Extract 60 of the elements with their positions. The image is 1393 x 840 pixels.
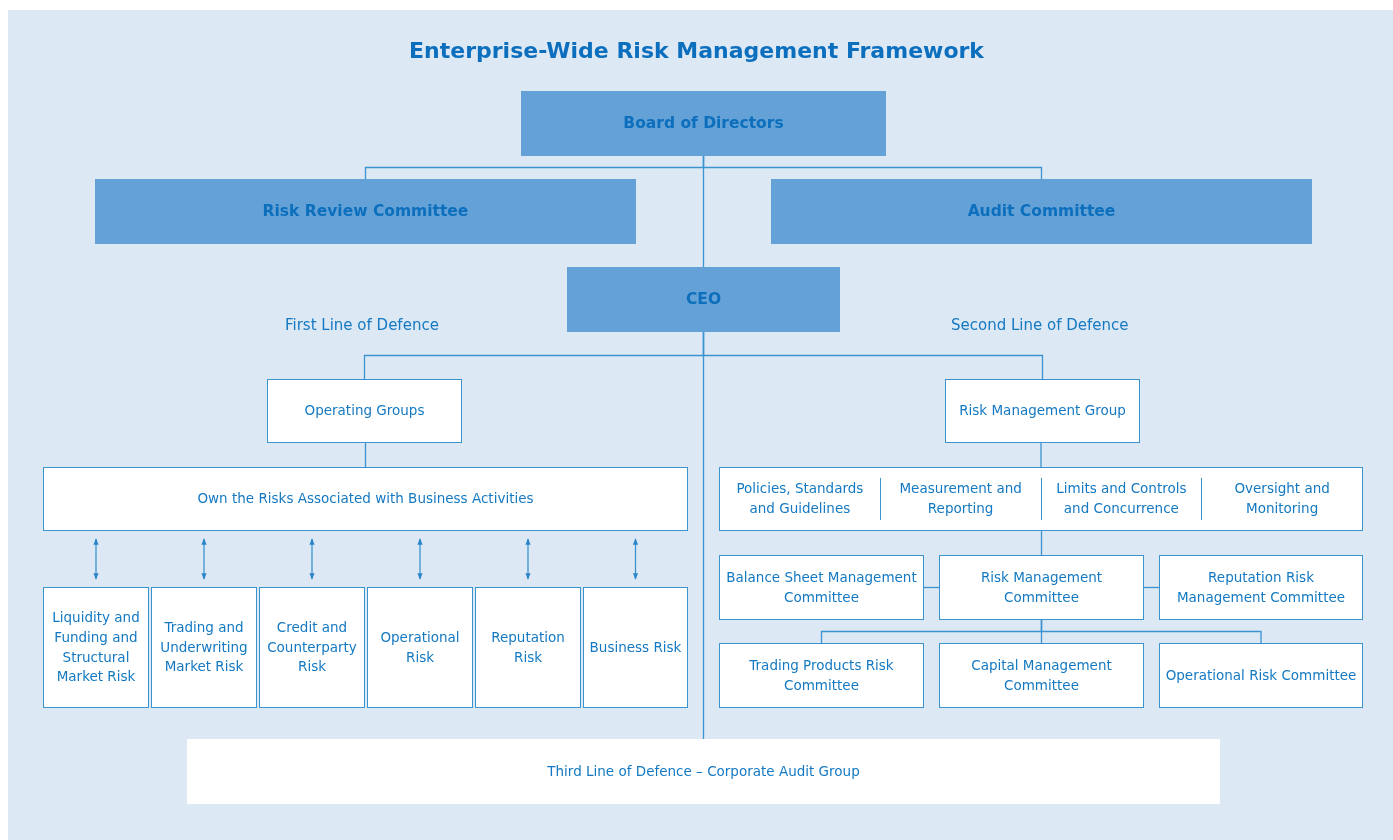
connector-line	[1040, 619, 1262, 644]
process-box	[187, 739, 1220, 804]
arrow	[309, 538, 315, 580]
box-text: Policies, Standards and Guidelines	[735, 479, 865, 518]
process-box	[267, 379, 462, 443]
box-text: Reputation Risk Management Committee	[1175, 567, 1347, 607]
arrow	[93, 538, 99, 580]
process-box	[151, 587, 257, 708]
box-text: Oversight and Monitoring	[1201, 478, 1362, 520]
box-text: Trading and Underwriting Market Risk	[159, 618, 249, 677]
box-text: Own the Risks Associated with Business Activities	[196, 489, 535, 509]
process-box	[475, 587, 581, 708]
box-text: Third Line of Defence – Corporate Audit Group	[546, 761, 861, 781]
process-box	[939, 643, 1144, 708]
box-text: Liquidity and Funding and Structural Market Risk	[51, 608, 141, 687]
heading-box	[567, 267, 840, 332]
connector-line	[1040, 530, 1043, 556]
process-box	[939, 555, 1144, 620]
box-text: Risk Review Committee	[261, 201, 470, 223]
box-text: Trading Products Risk Committee	[748, 655, 895, 695]
box-text: Measurement and Reporting	[879, 478, 1041, 520]
box-text: CEO	[684, 289, 723, 311]
arrow	[417, 538, 423, 580]
connector-line	[1040, 442, 1042, 468]
box-text: Board of Directors	[622, 113, 785, 135]
connector-line	[702, 331, 705, 740]
box-text: Risk Management Committee	[979, 567, 1104, 607]
process-box	[43, 467, 688, 531]
arrow	[525, 538, 531, 580]
process-box	[945, 379, 1140, 443]
box-text: Operational Risk	[379, 627, 461, 667]
process-box	[719, 555, 924, 620]
process-box	[1159, 555, 1363, 620]
section-label: First Line of Defence	[285, 316, 439, 334]
process-box	[367, 587, 473, 708]
box-text: Capital Management Committee	[970, 655, 1113, 695]
box-text: Audit Committee	[966, 201, 1117, 223]
box-text: Credit and Counterparty Risk	[266, 618, 358, 677]
heading-box	[771, 179, 1312, 244]
box-text: Limits and Controls and Concurrence	[1040, 478, 1202, 520]
arrow	[201, 538, 207, 580]
box-text: Reputation Risk	[490, 627, 566, 667]
process-box	[259, 587, 365, 708]
process-box	[719, 643, 924, 708]
process-box	[719, 467, 1363, 531]
box-text: Business Risk	[588, 637, 683, 657]
box-text: Operational Risk Committee	[1164, 665, 1358, 685]
arrow	[632, 538, 639, 580]
process-box	[1159, 643, 1363, 708]
process-box	[583, 587, 688, 708]
connector-line	[702, 155, 705, 268]
box-text: Balance Sheet Management Committee	[725, 567, 918, 607]
connector-line	[364, 442, 367, 468]
section-label: Second Line of Defence	[951, 316, 1129, 334]
box-text: Operating Groups	[303, 401, 426, 421]
process-box	[43, 587, 149, 708]
box-text: Risk Management Group	[958, 401, 1127, 421]
diagram-title: Enterprise-Wide Risk Management Framework	[408, 38, 985, 63]
heading-box	[95, 179, 636, 244]
heading-box	[521, 91, 886, 156]
